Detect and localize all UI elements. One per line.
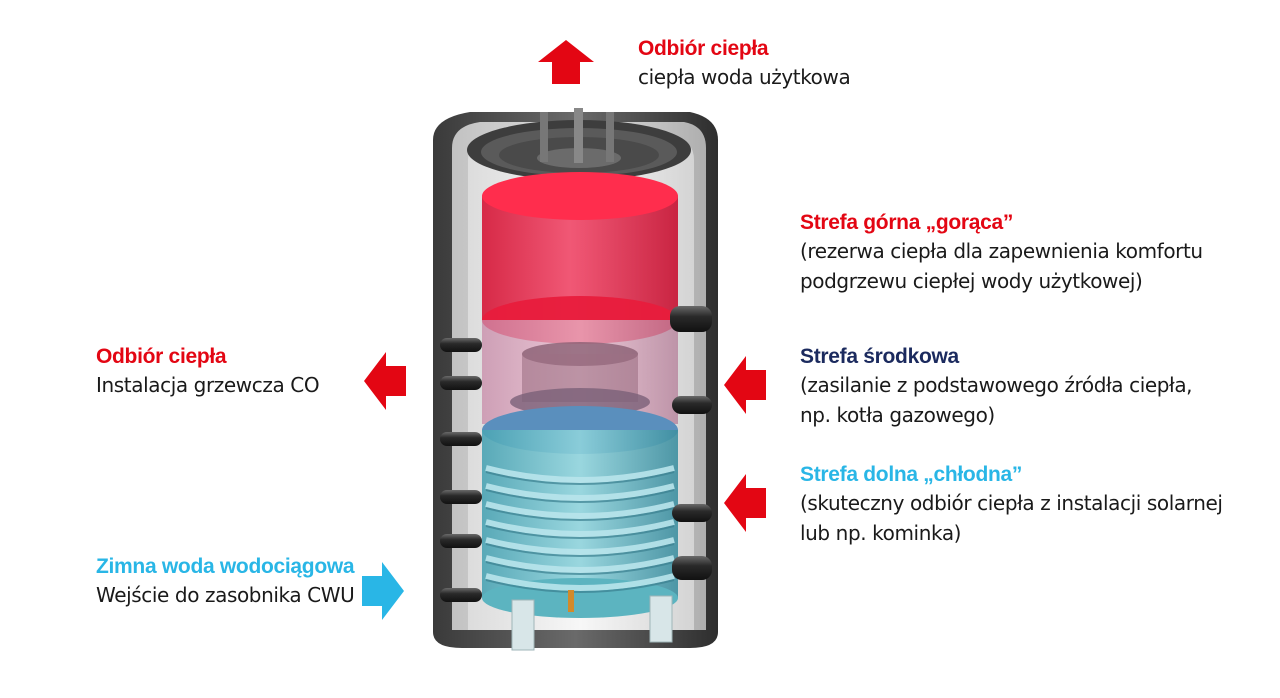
label-upper-zone-line-2: podgrzewu ciepłej wody użytkowej) (800, 269, 1143, 293)
left-connection-pipes (440, 338, 482, 602)
label-heating-outlet-title: Odbiór ciepła (96, 345, 227, 368)
label-top-outlet-title: Odbiór ciepła (638, 37, 769, 60)
tank-legs (511, 590, 673, 651)
label-middle-zone-title: Strefa środkowa (800, 345, 959, 368)
label-lower-zone-line-2: lub np. kominka) (800, 521, 962, 545)
label-middle-zone-line-1: (zasilanie z podstawowego źródła ciepła, (800, 373, 1193, 397)
solar-heating-coil (485, 465, 675, 591)
label-middle-zone-line-2: np. kotła gazowego) (800, 403, 995, 427)
tank-top-lid (467, 108, 691, 180)
label-upper-zone-title: Strefa górna „gorąca” (800, 211, 1014, 234)
middle-zone (482, 320, 678, 424)
label-top-outlet-line-1: ciepła woda użytkowa (638, 65, 851, 89)
label-cold-water: Zimna woda wodociągowa Wejście do zasobn… (96, 554, 355, 610)
label-lower-zone: Strefa dolna „chłodna” (skuteczny odbiór… (800, 462, 1223, 548)
upper-hot-zone (482, 172, 678, 344)
arrow-left-heating-outlet (364, 352, 406, 410)
arrow-right-cold-water-inlet (362, 562, 404, 620)
arrow-left-lower-zone-supply (724, 474, 766, 532)
label-lower-zone-title: Strefa dolna „chłodna” (800, 463, 1023, 486)
label-heating-outlet: Odbiór ciepła Instalacja grzewcza CO (96, 344, 320, 400)
label-heating-outlet-line-1: Instalacja grzewcza CO (96, 373, 320, 397)
arrow-up-hot-water-outlet (538, 40, 594, 84)
label-cold-water-line-1: Wejście do zasobnika CWU (96, 583, 355, 607)
label-middle-zone: Strefa środkowa (zasilanie z podstawoweg… (800, 344, 1193, 430)
label-upper-zone-line-1: (rezerwa ciepła dla zapewnienia komfortu (800, 239, 1203, 263)
right-connection-pipes (670, 306, 712, 580)
label-top-outlet: Odbiór ciepła ciepła woda użytkowa (638, 36, 851, 92)
label-cold-water-title: Zimna woda wodociągowa (96, 555, 355, 578)
arrow-left-middle-zone-supply (724, 356, 766, 414)
label-lower-zone-line-1: (skuteczny odbiór ciepła z instalacji so… (800, 491, 1223, 515)
label-upper-zone: Strefa górna „gorąca” (rezerwa ciepła dl… (800, 210, 1203, 296)
